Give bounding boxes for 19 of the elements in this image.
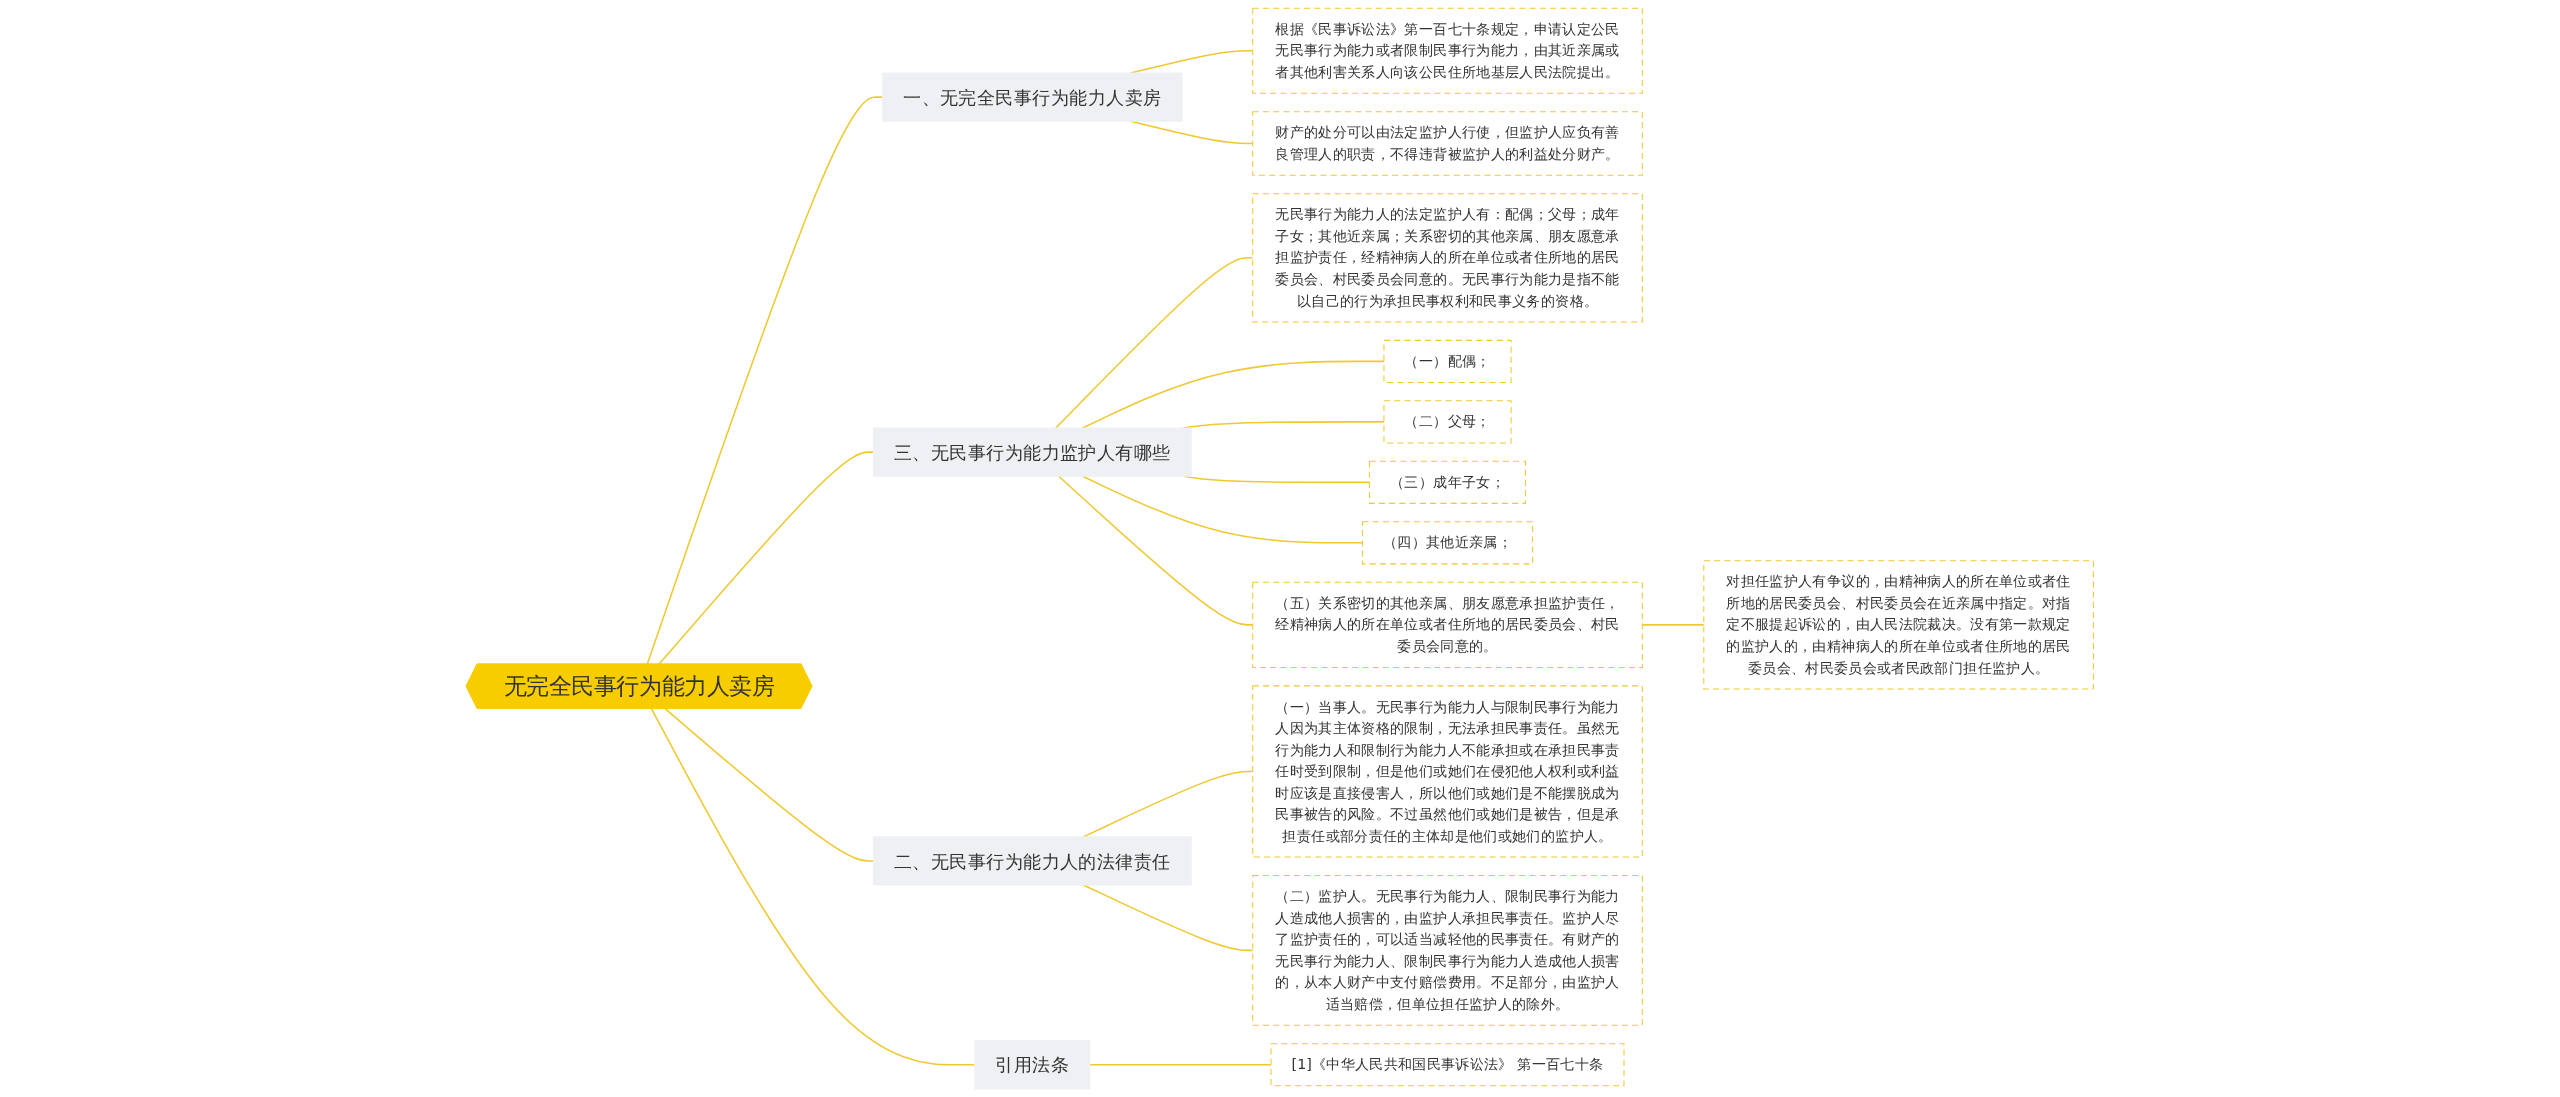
node-box: [1]《中华人民共和国民事诉讼法》 第一百七十条 — [1270, 1043, 1625, 1087]
node-box: （一）配偶； — [1383, 339, 1512, 383]
connector — [650, 707, 976, 1066]
node-box: 根据《民事诉讼法》第一百七十条规定，申请认定公民无民事行为能力或者限制民事行为能力，由其近亲属或者其他利害关系人向该公民住所地基层人民法院提出。 — [1252, 7, 1643, 94]
connector — [1082, 360, 1385, 429]
node-box: 三、无民事行为能力监护人有哪些 — [873, 427, 1192, 477]
node-box: 财产的处分可以由法定监护人行使，但监护人应负有善良管理人的职责，不得违背被监护人的利益处分财产。 — [1252, 111, 1643, 176]
node-box: （四）其他近亲属； — [1362, 521, 1534, 565]
node-box: 对担任监护人有争议的，由精神病人的所在单位或者住所地的居民委员会、村民委员会在近亲属中指定。对指定不服提起诉讼的，由人民法院裁决。没有第一款规定的监护人的，由精神病人的所在单位或者住所地的居民委员会、村民委员会或者民政部门担任监护人。 — [1703, 560, 2095, 690]
node-box: 无民事行为能力人的法定监护人有：配偶；父母；成年子女；其他近亲属；关系密切的其他亲属、朋友愿意承担监护责任，经精神病人的所在单位或者住所地的居民委员会、村民委员会同意的。无民事行为能力是指不能以自己的行为承担民事权利和民事义务的资格。 — [1252, 193, 1643, 323]
node-box: 一、无完全民事行为能力人卖房 — [882, 72, 1183, 122]
node-box: （五）关系密切的其他亲属、朋友愿意承担监护责任，经精神病人的所在单位或者住所地的居民委员会、村民委员会同意的。 — [1252, 581, 1643, 668]
node-box: （一）当事人。无民事行为能力人与限制民事行为能力人因为其主体资格的限制，无法承担民事责任。虽然无行为能力人和限制行为能力人不能承担或在承担民事责任时受到限制，但是他们或她们在侵犯他人权利或利益时应该是直接侵害人，所以他们或她们是不能摆脱成为民事被告的风险。不过虽然他们或她们是被告，但是承担责任或部分责任的主体却是他们或她们的监护人。 — [1252, 685, 1643, 858]
node-box: 引用法条 — [974, 1040, 1091, 1090]
node-box: （二）监护人。无民事行为能力人、限制民事行为能力人造成他人损害的，由监护人承担民事责任。监护人尽了监护责任的，可以适当减轻他的民事责任。有财产的无民事行为能力人、限制民事行为能力人造成他人损害的，从本人财产中支付赔偿费用。不足部分，由监护人适当赔偿，但单位担任监护人的除外。 — [1252, 875, 1643, 1026]
node-box: 二、无民事行为能力人的法律责任 — [873, 836, 1192, 886]
node-box: （二）父母； — [1383, 400, 1512, 444]
node-box: （三）成年子女； — [1369, 460, 1527, 504]
connector — [1089, 1063, 1272, 1066]
